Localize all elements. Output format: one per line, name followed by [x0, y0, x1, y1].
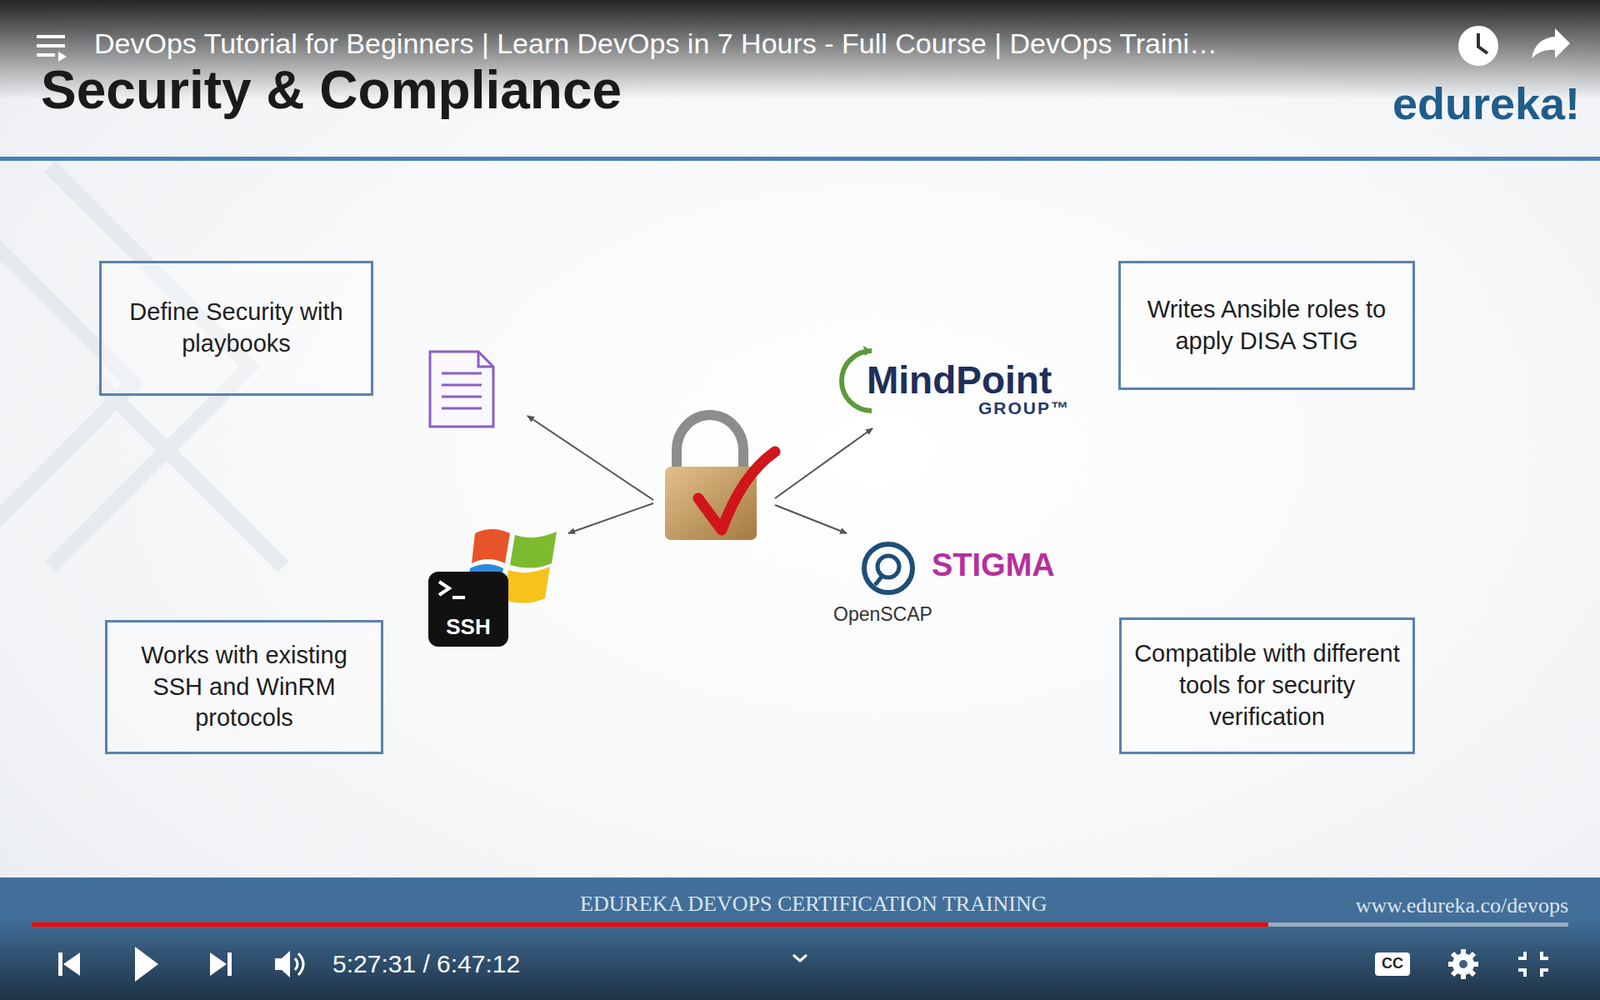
prompt-symbol — [436, 578, 470, 604]
logo-text: MindPoint — [866, 358, 1052, 403]
logo-subtext-wrap: OpenSCAP — [833, 603, 933, 625]
time-display: 5:27:31 / 6:47:12 — [332, 950, 520, 980]
logo-text-wrap: STIGMA — [931, 547, 1055, 585]
icon-label: SSH — [445, 614, 490, 640]
video-title-wrap: DevOps Tutorial for Beginners | Learn De… — [94, 27, 1218, 60]
box-text: Define Security with playbooks — [113, 296, 360, 360]
feature-box: Compatible with different tools for secu… — [1119, 617, 1415, 755]
box-text: Compatible with different tools for secu… — [1133, 638, 1401, 733]
logo-subtext: OpenSCAP — [833, 603, 933, 625]
slide-title: Security & Compliance — [40, 60, 622, 122]
logo-subtext: GROUP™ — [978, 398, 1070, 419]
cc-button: CC — [1381, 955, 1404, 973]
box-text: Writes Ansible roles to apply DISA STIG — [1132, 294, 1401, 357]
footer-text: EDUREKA DEVOPS CERTIFICATION TRAINING — [580, 891, 1048, 917]
box-text: Works with existing SSH and WinRM protoc… — [119, 640, 370, 735]
logo-text: STIGMA — [931, 547, 1055, 585]
video-title: DevOps Tutorial for Beginners | Learn De… — [94, 27, 1218, 60]
cc-button-wrap: CC — [1381, 955, 1404, 973]
footer-url: www.edureka.co/devops — [1355, 893, 1569, 919]
logo-subtext-wrap: GROUP™ — [978, 398, 1070, 419]
feature-box: Define Security with playbooks — [99, 260, 374, 396]
footer-url-wrap: www.edureka.co/devops — [1355, 893, 1569, 919]
feature-box: Writes Ansible roles to apply DISA STIG — [1118, 260, 1415, 390]
logo-text-wrap: MindPoint — [866, 358, 1052, 403]
feature-box: Works with existing SSH and WinRM protoc… — [105, 620, 384, 755]
brand-logo-wrap: edureka! — [1392, 77, 1580, 130]
footer-text-wrap: EDUREKA DEVOPS CERTIFICATION TRAINING — [580, 891, 1048, 917]
ssh-icon: SSH — [428, 571, 509, 647]
slide-title-wrap: Security & Compliance — [40, 60, 622, 122]
brand-logo: edureka! — [1392, 77, 1580, 130]
time-display-wrap: 5:27:31 / 6:47:12 — [332, 950, 520, 980]
